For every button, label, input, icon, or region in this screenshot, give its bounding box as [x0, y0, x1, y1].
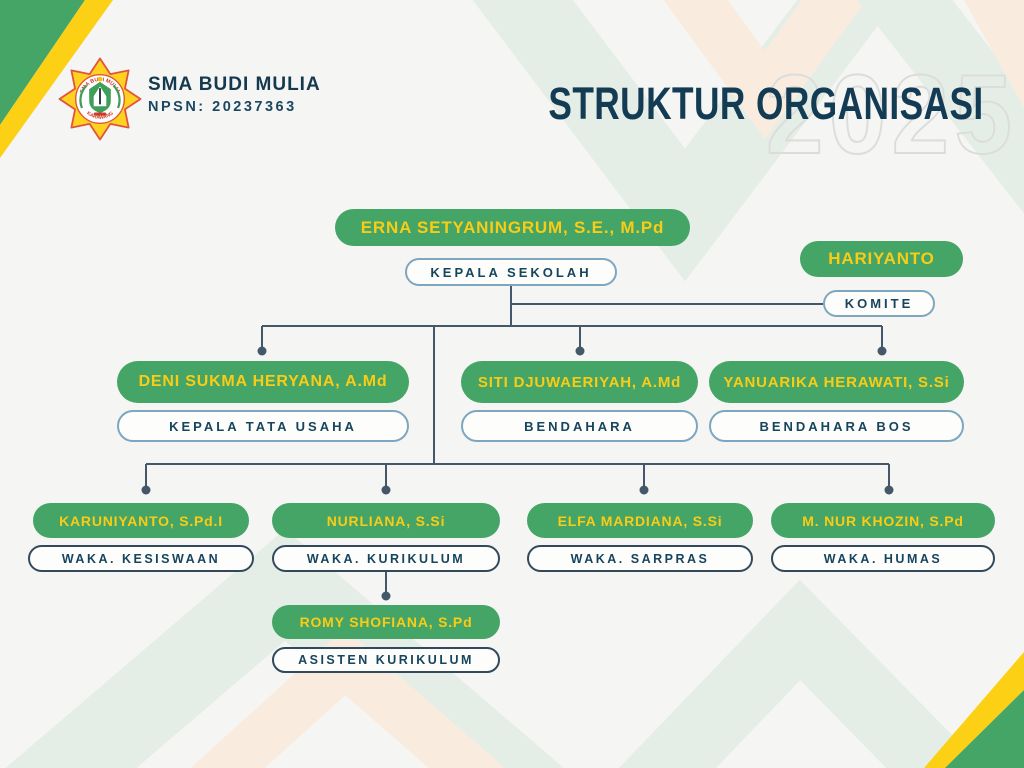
node-kepala-tata-usaha-name: DENI SUKMA HERYANA, A.Md [117, 361, 409, 403]
node-bendahara-bos-name: YANUARIKA HERAWATI, S.Si [709, 361, 964, 403]
logo-laurel-left [79, 84, 88, 109]
node-kepala-tata-usaha-role: KEPALA TATA USAHA [117, 410, 409, 442]
school-name: SMA BUDI MULIA [148, 74, 321, 95]
connector-dots [141, 346, 894, 601]
school-logo: SMA BUDI MULIA KARAWANG [58, 57, 142, 141]
corner-stripe-bottom-right [924, 652, 1024, 768]
node-asisten-kurikulum-role: ASISTEN KURIKULUM [272, 647, 500, 673]
logo-star [97, 76, 103, 82]
node-waka-sarpras-role: WAKA. SARPRAS [527, 545, 753, 572]
logo-base [93, 112, 107, 116]
node-bendahara-name: SITI DJUWAERIYAH, A.Md [461, 361, 698, 403]
node-komite-name: HARIYANTO [800, 241, 963, 277]
node-kepala-sekolah-role: KEPALA SEKOLAH [405, 258, 617, 286]
org-chart-connectors [145, 285, 890, 592]
node-waka-humas-name: M. NUR KHOZIN, S.Pd [771, 503, 995, 538]
year-watermark: 2025 [765, 51, 1018, 178]
node-waka-humas-role: WAKA. HUMAS [771, 545, 995, 572]
node-kepala-sekolah-name: ERNA SETYANINGRUM, S.E., M.Pd [335, 209, 690, 246]
node-waka-kesiswaan-role: WAKA. KESISWAAN [28, 545, 254, 572]
logo-laurel-right [112, 84, 121, 109]
node-waka-kesiswaan-name: KARUNIYANTO, S.Pd.I [33, 503, 249, 538]
corner-triangle-bottom-right [945, 690, 1024, 768]
node-bendahara-role: BENDAHARA [461, 410, 698, 442]
node-bendahara-bos-role: BENDAHARA BOS [709, 410, 964, 442]
node-asisten-kurikulum-name: ROMY SHOFIANA, S.Pd [272, 605, 500, 639]
school-npsn: NPSN: 20237363 [148, 99, 297, 115]
node-waka-kurikulum-role: WAKA. KURIKULUM [272, 545, 500, 572]
page-title: STRUKTUR ORGANISASI [548, 78, 984, 129]
corner-stripe-top-left [0, 0, 113, 158]
node-komite-role: KOMITE [823, 290, 935, 317]
node-waka-sarpras-name: ELFA MARDIANA, S.Si [527, 503, 753, 538]
node-waka-kurikulum-name: NURLIANA, S.Si [272, 503, 500, 538]
